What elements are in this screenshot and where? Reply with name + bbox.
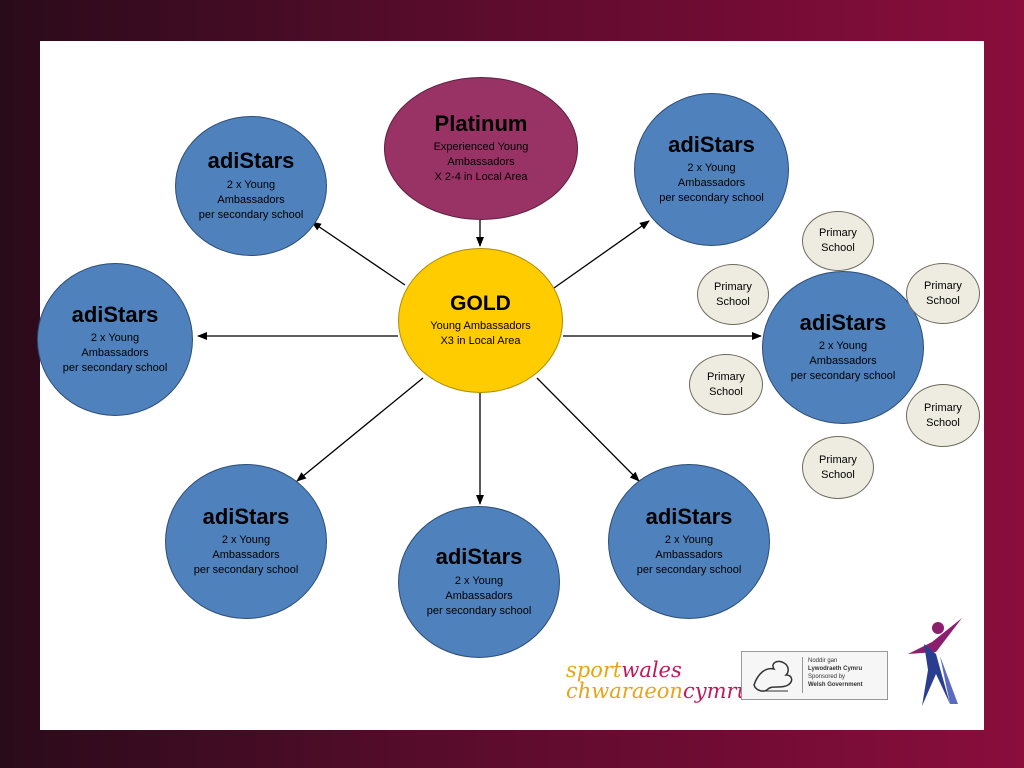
slide: Platinum Experienced Young Ambassadors X… — [37, 41, 984, 730]
platinum-line-1: Experienced Young — [433, 141, 529, 154]
adistars-line-3: per secondary school — [636, 564, 742, 577]
primary-label-1: Primary — [714, 280, 752, 293]
primary-label-2: School — [821, 242, 855, 254]
adistars-title: adiStars — [202, 503, 290, 529]
sw-chwaraeon: chwaraeon — [566, 679, 683, 703]
adistars-line-3: per secondary school — [198, 208, 304, 221]
platinum-line-2: Ambassadors — [447, 156, 515, 169]
figure-logo-icon — [908, 618, 962, 706]
diagram-connectors — [197, 220, 762, 505]
adistars-line-3: per secondary school — [426, 604, 532, 617]
wg-line-3: Sponsored by — [808, 674, 846, 680]
adistars-title: adiStars — [799, 309, 887, 335]
adistars-line-2: Ambassadors — [81, 347, 149, 360]
primary-label-1: Primary — [924, 279, 962, 292]
adistars-line-1: 2 x Young — [226, 178, 276, 191]
adistars-line-3: per secondary school — [62, 362, 168, 375]
adistars-line-2: Ambassadors — [655, 549, 723, 562]
adistars-title: adiStars — [668, 131, 755, 157]
primary-label-1: Primary — [924, 401, 962, 414]
primary-label-1: Primary — [819, 227, 857, 239]
welsh-government-logo: Noddir gan Lywodraeth Cymru Sponsored by… — [741, 651, 888, 700]
adistars-title: adiStars — [435, 544, 523, 570]
primary-label-1: Primary — [707, 370, 745, 383]
platinum-title: Platinum — [434, 110, 528, 136]
wg-line-2: Lywodraeth Cymru — [808, 666, 863, 672]
sw-sport: sport — [566, 658, 622, 682]
adistars-line-2: Ambassadors — [212, 549, 280, 562]
adistars-line-3: per secondary school — [659, 192, 764, 205]
sw-cymru: cymru — [682, 679, 751, 703]
arrow-gold-bottom-left — [296, 377, 424, 482]
primary-label-2: School — [709, 385, 743, 398]
adistars-line-1: 2 x Young — [221, 534, 271, 547]
adistars-line-1: 2 x Young — [90, 332, 140, 345]
adistars-title: adiStars — [645, 503, 733, 529]
platinum-node: Platinum Experienced Young Ambassadors X… — [384, 77, 578, 220]
dragon-icon — [753, 660, 793, 692]
wg-line-4: Welsh Government — [808, 682, 863, 688]
gold-line-1: Young Ambassadors — [430, 320, 531, 333]
gold-line-2: X3 in Local Area — [440, 335, 521, 348]
adistars-line-3: per secondary school — [790, 370, 896, 383]
primary-label-2: School — [926, 416, 960, 429]
adistars-line-1: 2 x Young — [687, 162, 736, 175]
adistars-line-1: 2 x Young — [664, 534, 714, 547]
arrow-gold-bottom-right — [536, 377, 640, 482]
primary-label-2: School — [716, 295, 750, 308]
adistars-line-2: Ambassadors — [217, 193, 285, 206]
adistars-line-1: 2 x Young — [454, 574, 504, 587]
arrow-gold-top-right — [553, 220, 650, 289]
adistars-line-2: Ambassadors — [809, 355, 877, 368]
adistars-line-1: 2 x Young — [818, 340, 868, 353]
primary-label-1: Primary — [819, 453, 857, 466]
adistars-title: adiStars — [207, 148, 295, 174]
wg-line-1: Noddir gan — [808, 658, 838, 664]
sw-wales: wales — [621, 658, 682, 682]
primary-label-2: School — [926, 294, 960, 307]
gold-node: GOLD Young Ambassadors X3 in Local Area — [398, 248, 563, 393]
gold-title: GOLD — [450, 291, 511, 315]
platinum-line-3: X 2-4 in Local Area — [434, 171, 528, 184]
primary-label-2: School — [821, 468, 855, 481]
adistars-line-2: Ambassadors — [445, 589, 513, 602]
adistars-line-3: per secondary school — [193, 564, 299, 577]
adistars-line-2: Ambassadors — [677, 177, 746, 190]
arrow-gold-top-left — [311, 221, 406, 286]
sport-wales-logo: sportwales chwaraeoncymru — [566, 658, 750, 710]
adistars-title: adiStars — [71, 301, 159, 327]
